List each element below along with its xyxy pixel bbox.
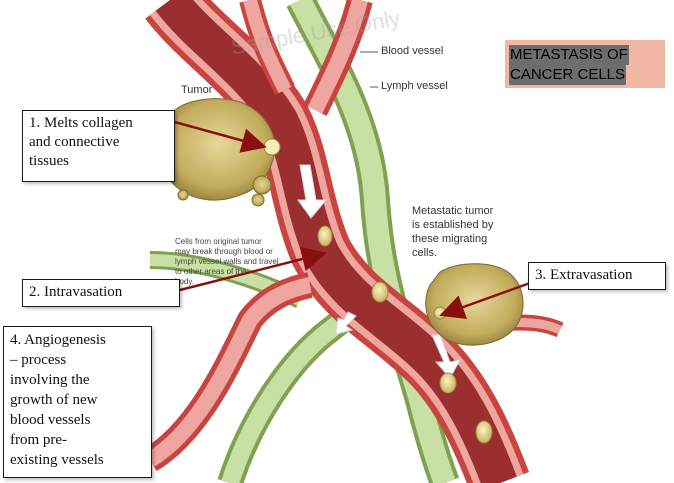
step2-box: 2. Intravasation <box>22 279 180 307</box>
tumor-label: Tumor <box>181 84 213 96</box>
migrating-cells <box>317 225 493 444</box>
cells-caption: Cells from original tumor may break thro… <box>175 237 279 286</box>
pointer-arrows <box>159 116 531 319</box>
primary-tumor <box>161 98 281 207</box>
page-title: METASTASIS OF CANCER CELLS <box>509 45 629 85</box>
metastatic-tumor <box>425 263 524 346</box>
blood-vessel-label: Blood vessel <box>381 45 444 57</box>
step1-box: 1. Melts collagen and connective tissues <box>22 110 175 182</box>
lymph-vessel-label: Lymph vessel <box>381 80 448 92</box>
leader-lines <box>360 51 378 88</box>
step3-box: 3. Extravasation <box>528 262 666 290</box>
flow-arrows <box>297 164 461 379</box>
step4-box: 4. Angiogenesis – process involving the … <box>3 326 152 478</box>
metastatic-tumor-caption: Metastatic tumor is established by these… <box>412 205 494 259</box>
